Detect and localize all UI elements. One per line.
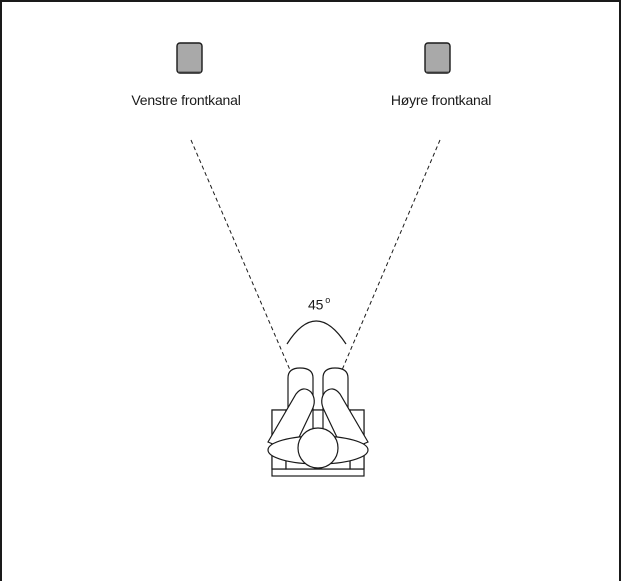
right-speaker-icon	[425, 43, 450, 73]
left-front-channel-label: Venstre frontkanal	[131, 92, 240, 108]
left-speaker-icon	[177, 43, 202, 73]
angle-value: 45	[308, 297, 323, 313]
angle-arc	[287, 321, 346, 344]
listener-seat-icon	[268, 368, 368, 476]
left-sight-line	[191, 140, 290, 370]
right-front-channel-label: Høyre frontkanal	[391, 92, 491, 108]
right-sight-line	[342, 140, 440, 370]
angle-unit: o	[325, 295, 330, 305]
